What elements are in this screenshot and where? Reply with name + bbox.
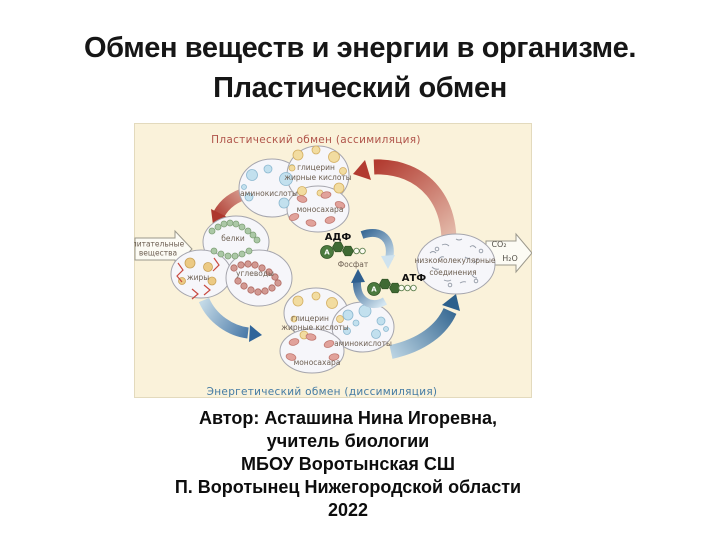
bottom-amino-label: аминокислоты [334,339,392,348]
macromolecule-cluster: белки жиры углеводы [170,215,293,307]
glycerin-dots-bottom-icon [290,291,344,340]
products-label-line2: соединения [429,268,476,277]
bottom-fatty-acids-label: жирные кислоты [281,323,348,332]
page-title: Обмен веществ и энергии в организме. Пла… [0,28,720,108]
plastic-exchange-label: Пластический обмен (ассимиляция) [211,134,421,146]
bottom-monosugars-label: моносахара [294,358,341,367]
bottom-glycerin-label: глицерин [291,314,329,323]
top-amino-label: аминокислоты [240,189,298,198]
energy-exchange-label: Энергетический обмен (диссимиляция) [207,386,438,398]
adp-atp-cycle: АДФ А Фосфат АТФ А [320,229,427,309]
co2-label: CO₂ [491,240,506,249]
author-line1: Автор: Асташина Нина Игоревна, [198,408,498,428]
dissimilation-arrow-icon [389,294,460,359]
nutrients-label-line2: вещества [139,249,177,258]
adp-molecule-icon: А [320,241,366,259]
amino-dots-bottom-icon [342,304,389,339]
fat-droplets-icon [176,257,220,300]
atp-label: АТФ [402,273,427,284]
proteins-label: белки [221,234,245,243]
page-title-line1: Обмен веществ и энергии в организме. [83,32,637,64]
adenine-letter: А [324,249,330,257]
h2o-label: H₂O [502,254,518,263]
atp-molecule-icon: А [367,278,417,296]
monosugar-dots-icon [288,191,346,227]
adp-label: АДФ [325,232,352,243]
low-molecular-bubble: низкомолекулярные соединения [414,233,496,295]
fats-label: жиры [187,273,209,282]
monosugar-dots-bottom-icon [285,333,340,361]
author-block: Автор: Асташина Нина Игоревна, учитель б… [128,407,568,522]
protein-chain-icon [208,219,261,260]
cycle-arrow-bottom-icon [351,269,387,309]
author-line4: П. Воротынец Нижегородской области [174,477,522,497]
top-monosugars-label: моносахара [297,205,344,214]
dissimilation-arrow-small-icon [198,297,262,342]
carbs-label: углеводы [236,269,274,278]
nutrients-label-line1: питательные [134,240,185,249]
top-glycerin-label: глицерин [297,163,335,172]
top-fatty-acids-label: жирные кислоты [284,173,351,182]
glycerin-dots-icon [288,145,347,197]
author-line3: МБОУ Воротынская СШ [241,454,455,474]
cycle-arrow-top-icon [360,229,395,269]
carbohydrate-chain-icon [230,260,282,296]
author-line2: учитель биологии [266,431,430,451]
top-monomer-cluster: аминокислоты глицерин жирные кислоты мон… [238,145,352,233]
low-molecular-particles-icon [429,238,484,288]
metabolism-diagram: питательные вещества CO₂ H₂O [134,123,532,398]
author-line5: 2022 [327,500,369,520]
bottom-monomer-cluster: глицерин жирные кислоты аминокислоты мон… [279,287,395,374]
adenine-letter: А [371,286,377,294]
page-title-line2: Пластический обмен [213,72,507,104]
phosphate-label: Фосфат [338,260,369,269]
products-label-line1: низкомолекулярные [414,256,495,265]
